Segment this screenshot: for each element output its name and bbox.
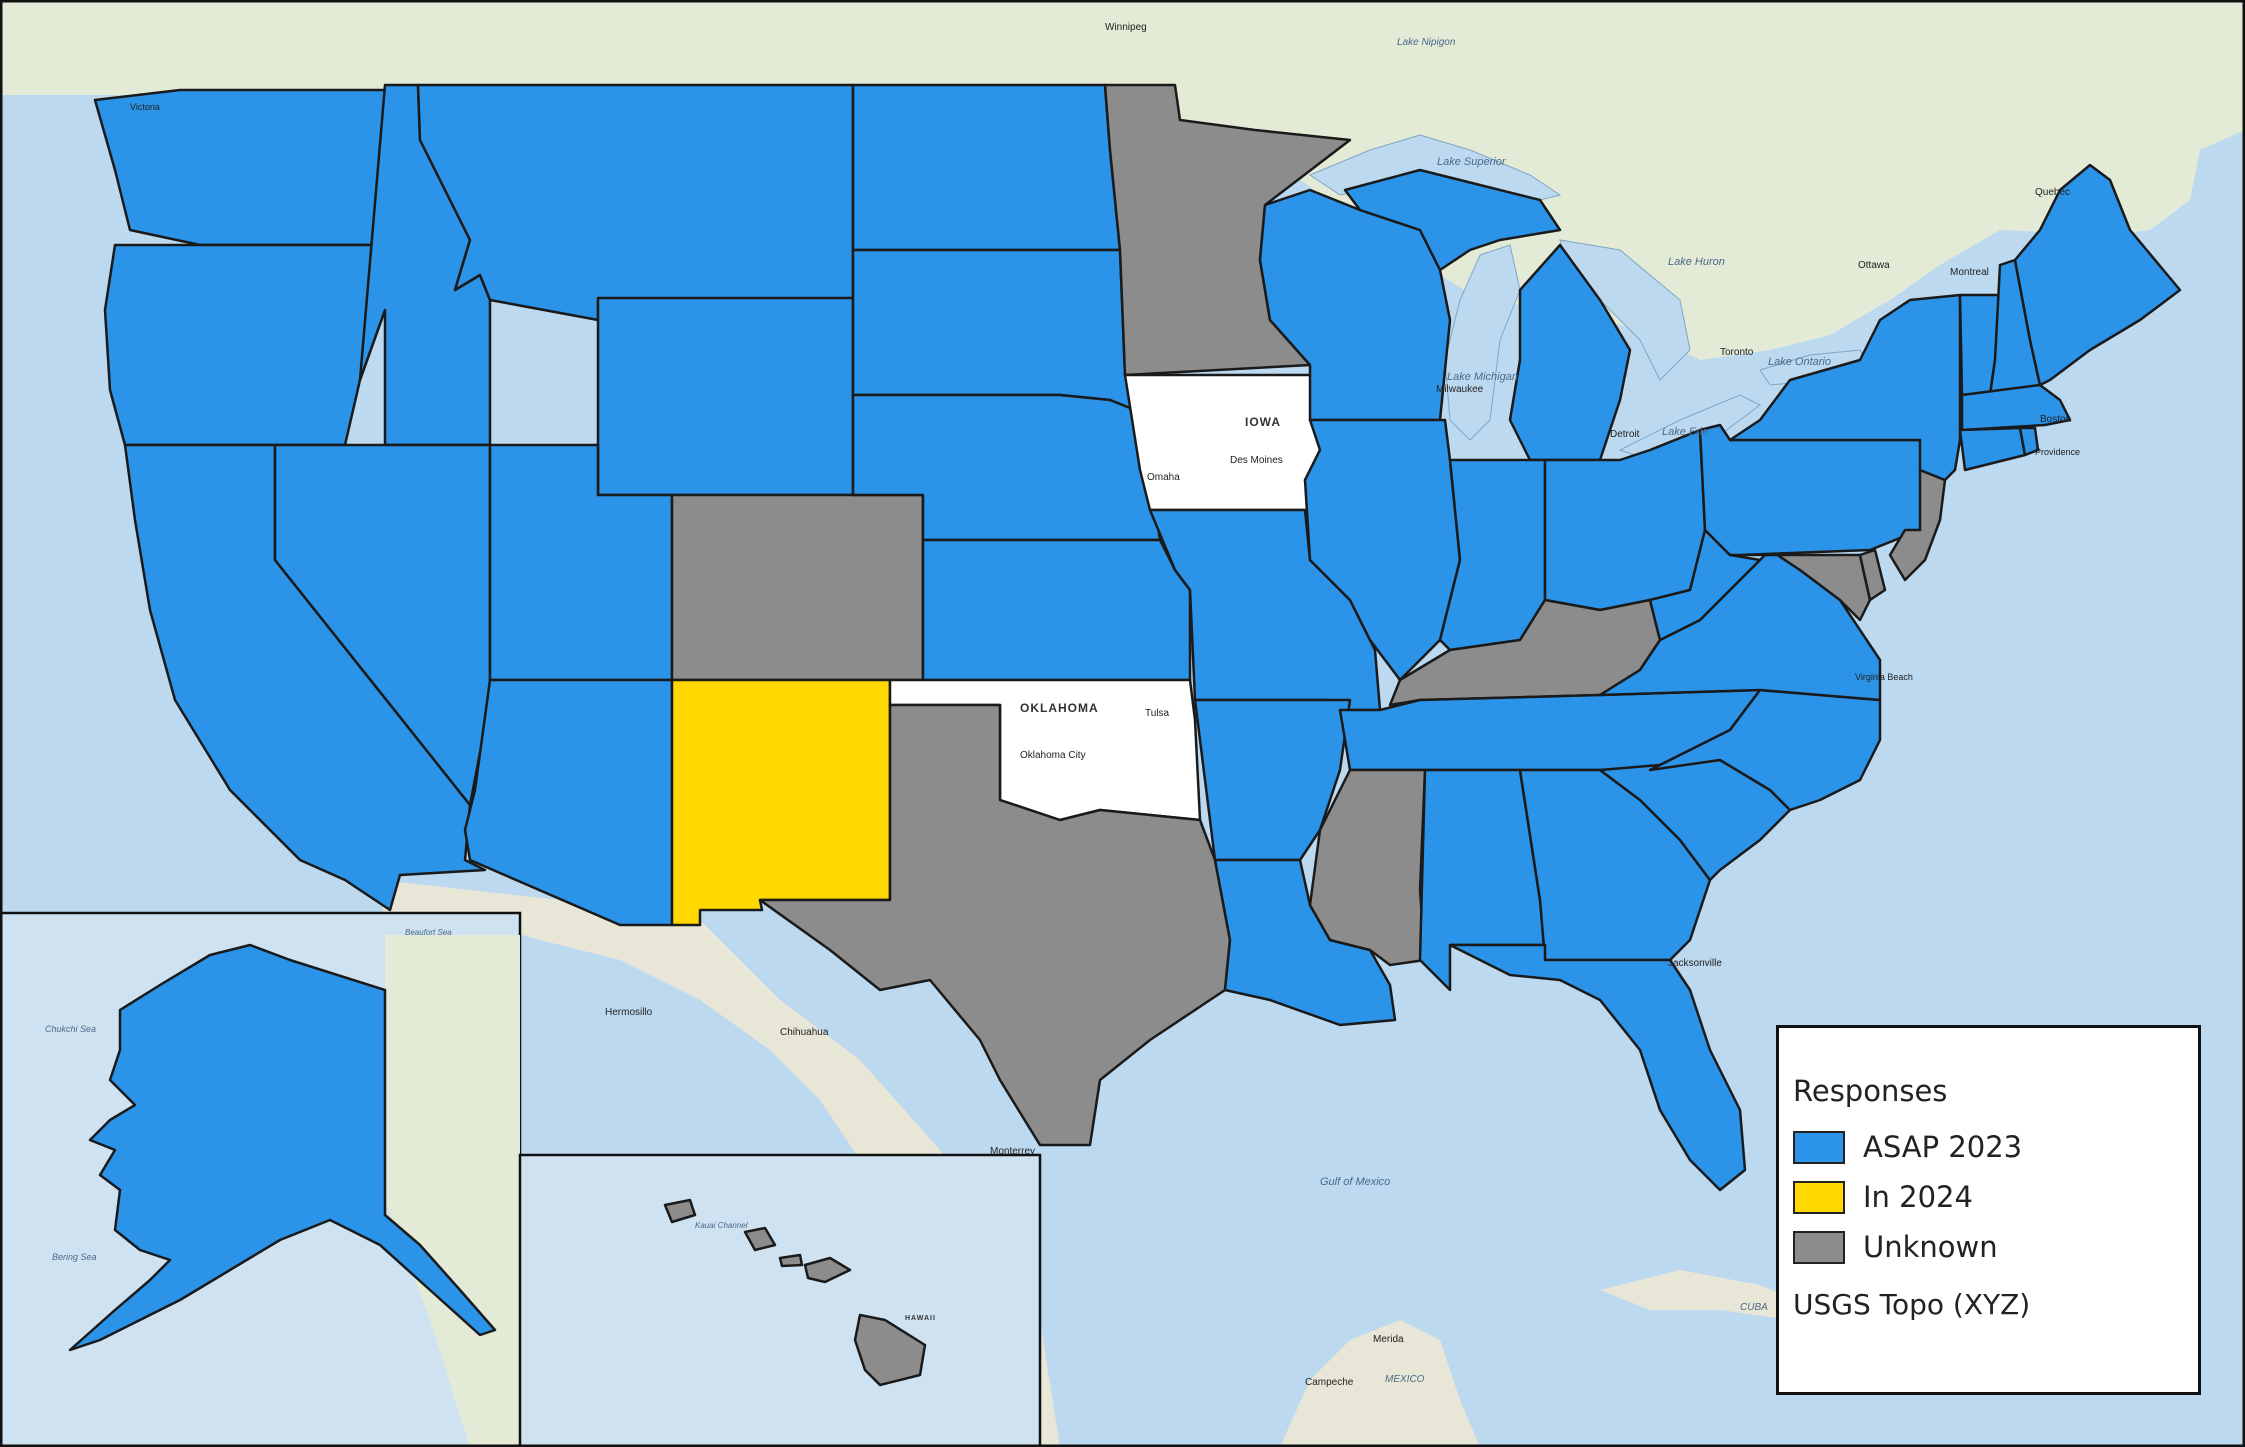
label-toronto: Toronto: [1720, 347, 1754, 358]
label-monterrey: Monterrey: [990, 1146, 1035, 1157]
state-alaska[interactable]: [68, 943, 497, 1352]
label-oklahoma: OKLAHOMA: [1020, 701, 1099, 715]
legend-basemap-label: USGS Topo (XYZ): [1793, 1288, 2031, 1321]
label-lake-michigan: Lake Michigan: [1447, 371, 1518, 383]
label-boston: Boston: [2040, 414, 2071, 425]
legend-item-unknown[interactable]: Unknown: [1793, 1222, 2198, 1272]
label-milwaukee: Milwaukee: [1436, 384, 1484, 395]
state-kansas[interactable]: [921, 538, 1192, 682]
label-iowa: IOWA: [1245, 415, 1281, 429]
state-hawaii-kauai[interactable]: [663, 1198, 697, 1224]
label-lake-huron: Lake Huron: [1668, 256, 1725, 268]
legend-label-unknown: Unknown: [1863, 1230, 1998, 1264]
label-chihuahua: Chihuahua: [780, 1027, 829, 1038]
label-lake-erie: Lake Erie: [1662, 426, 1708, 438]
state-wisconsin[interactable]: [1258, 188, 1452, 422]
state-hawaii-oahu[interactable]: [743, 1226, 777, 1252]
legend-title: Responses: [1793, 1074, 1948, 1108]
label-quebec: Quebec: [2035, 187, 2070, 198]
label-omaha: Omaha: [1147, 472, 1180, 483]
label-jacksonville: Jacksonville: [1668, 958, 1722, 969]
label-campeche: Campeche: [1305, 1377, 1354, 1388]
state-oregon[interactable]: [103, 243, 387, 447]
legend: Responses ASAP 2023 In 2024 Unknown USGS…: [1776, 1025, 2201, 1395]
label-ottawa: Ottawa: [1858, 260, 1890, 271]
label-detroit: Detroit: [1610, 429, 1640, 440]
state-south-dakota[interactable]: [851, 248, 1137, 412]
state-illinois[interactable]: [1303, 418, 1462, 682]
lake-michigan: [1444, 244, 1521, 441]
state-new-mexico[interactable]: [670, 678, 892, 927]
state-hawaii-maui[interactable]: [803, 1256, 852, 1284]
legend-item-in2024[interactable]: In 2024: [1793, 1172, 2198, 1222]
label-lake-superior: Lake Superior: [1437, 156, 1507, 168]
cuba-land: [1600, 1270, 1820, 1320]
state-colorado[interactable]: [670, 493, 925, 682]
state-montana[interactable]: [416, 83, 855, 322]
legend-swatch-in2024: [1793, 1180, 1845, 1214]
state-florida[interactable]: [1448, 943, 1747, 1192]
label-victoria: Victoria: [130, 102, 160, 112]
label-cuba: CUBA: [1740, 1302, 1768, 1313]
state-pennsylvania[interactable]: [1698, 423, 1932, 557]
label-oklahoma-city: Oklahoma City: [1020, 750, 1086, 761]
states-layer: [93, 83, 2182, 1192]
label-gulf-of-mexico: Gulf of Mexico: [1320, 1176, 1390, 1188]
label-montreal: Montreal: [1950, 267, 1989, 278]
yucatan-land: [1280, 1320, 1480, 1447]
label-lake-ontario: Lake Ontario: [1768, 356, 1831, 368]
state-rhode-island[interactable]: [2018, 426, 2040, 457]
state-wyoming[interactable]: [596, 296, 855, 497]
label-hawaii: HAWAII: [905, 1315, 936, 1322]
label-hermosillo: Hermosillo: [605, 1007, 653, 1018]
state-north-dakota[interactable]: [851, 83, 1122, 252]
label-providence: Providence: [2035, 447, 2080, 457]
label-merida: Merida: [1373, 1334, 1404, 1345]
legend-label-in2024: In 2024: [1863, 1180, 1973, 1214]
state-michigan[interactable]: [1343, 168, 1632, 462]
legend-swatch-asap: [1793, 1130, 1845, 1164]
label-lake-nipigon: Lake Nipigon: [1397, 37, 1456, 48]
state-new-jersey[interactable]: [1888, 468, 1947, 582]
state-north-carolina[interactable]: [1648, 688, 1882, 812]
state-texas[interactable]: [758, 703, 1232, 1147]
state-louisiana[interactable]: [1213, 858, 1397, 1027]
label-virginia-beach: Virginia Beach: [1855, 672, 1913, 682]
hawaii-inset-frame: [518, 1153, 1042, 1447]
legend-label-asap: ASAP 2023: [1863, 1130, 2023, 1164]
label-kauai-channel: Kauai Channel: [695, 1221, 748, 1230]
state-delaware[interactable]: [1858, 548, 1887, 602]
label-beaufort-sea: Beaufort Sea: [405, 928, 452, 937]
state-hawaii-big-island[interactable]: [853, 1313, 927, 1387]
label-bering-sea: Bering Sea: [52, 1252, 97, 1262]
label-des-moines: Des Moines: [1230, 455, 1283, 466]
state-iowa[interactable]: [1123, 373, 1332, 512]
state-washington[interactable]: [93, 88, 387, 247]
legend-swatch-unknown: [1793, 1230, 1845, 1264]
alaska-inset: Chukchi Sea Bering Sea Beaufort Sea: [0, 911, 522, 1447]
label-tulsa: Tulsa: [1145, 708, 1170, 719]
state-hawaii-molokai[interactable]: [778, 1253, 804, 1268]
hawaii-inset: Kauai Channel HAWAII: [518, 1153, 1042, 1447]
label-chukchi-sea: Chukchi Sea: [45, 1024, 96, 1034]
label-mexico: MEXICO: [1385, 1374, 1425, 1385]
label-winnipeg: Winnipeg: [1105, 22, 1147, 33]
legend-item-asap[interactable]: ASAP 2023: [1793, 1122, 2198, 1172]
